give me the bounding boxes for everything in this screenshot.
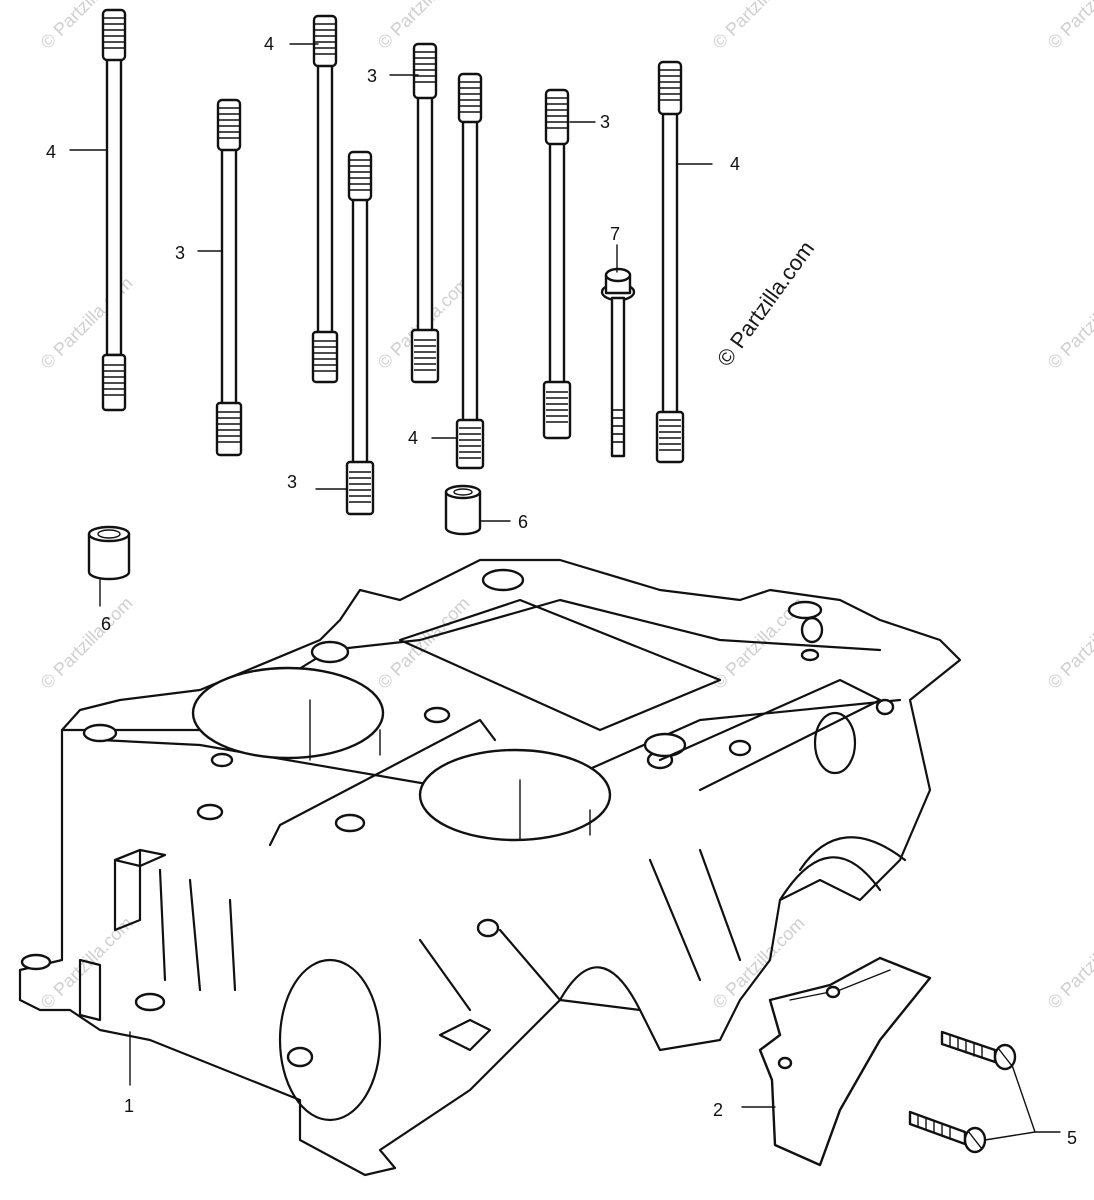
callout-1: 1: [124, 1096, 134, 1116]
callout-4: 4: [730, 154, 740, 174]
stud-bolt[interactable]: [542, 88, 572, 440]
hex-bolt[interactable]: [908, 1110, 987, 1154]
leader-lines: [69, 43, 1061, 1141]
callout-3: 3: [367, 66, 377, 86]
stud-bolt[interactable]: [311, 14, 339, 384]
dowel-pin[interactable]: [444, 484, 482, 536]
watermark-text: © Partzilla.com: [1044, 593, 1094, 693]
watermark-text: © Partzilla.com: [1044, 0, 1094, 53]
callout-labels: 4 3 4 3 3 4 7 4 3 6 6 1 2 5: [46, 34, 1077, 1148]
stud-bolt[interactable]: [410, 42, 440, 384]
hex-bolt[interactable]: [940, 1030, 1017, 1071]
stud-bolt[interactable]: [345, 150, 375, 516]
callout-5: 5: [1067, 1128, 1077, 1148]
watermark-text: © Partzilla.com: [37, 593, 137, 693]
stud-bolt[interactable]: [215, 98, 243, 457]
bearing-liner[interactable]: [758, 956, 932, 1167]
callout-3: 3: [287, 472, 297, 492]
callout-2: 2: [713, 1100, 723, 1120]
watermark-text: © Partzilla.com: [1044, 273, 1094, 373]
callout-3: 3: [600, 112, 610, 132]
stud-bolt[interactable]: [655, 60, 685, 464]
flange-bolt[interactable]: [600, 267, 636, 458]
callout-4: 4: [408, 428, 418, 448]
callout-4: 4: [46, 142, 56, 162]
stud-bolt[interactable]: [455, 72, 485, 470]
crankcase[interactable]: [18, 558, 962, 1177]
callout-7: 7: [610, 224, 620, 244]
stud-bolt[interactable]: [101, 8, 127, 412]
watermark-text: © Partzilla.com: [1044, 913, 1094, 1013]
watermark-layer: © Partzilla.com © Partzilla.com © Partzi…: [37, 0, 1094, 1013]
callout-3: 3: [175, 243, 185, 263]
dowel-pin[interactable]: [87, 525, 131, 581]
watermark-text: © Partzilla.com: [709, 0, 809, 53]
callout-6: 6: [101, 614, 111, 634]
partzilla-watermark: © Partzilla.com: [712, 236, 819, 371]
callout-4: 4: [264, 34, 274, 54]
callout-6: 6: [518, 512, 528, 532]
